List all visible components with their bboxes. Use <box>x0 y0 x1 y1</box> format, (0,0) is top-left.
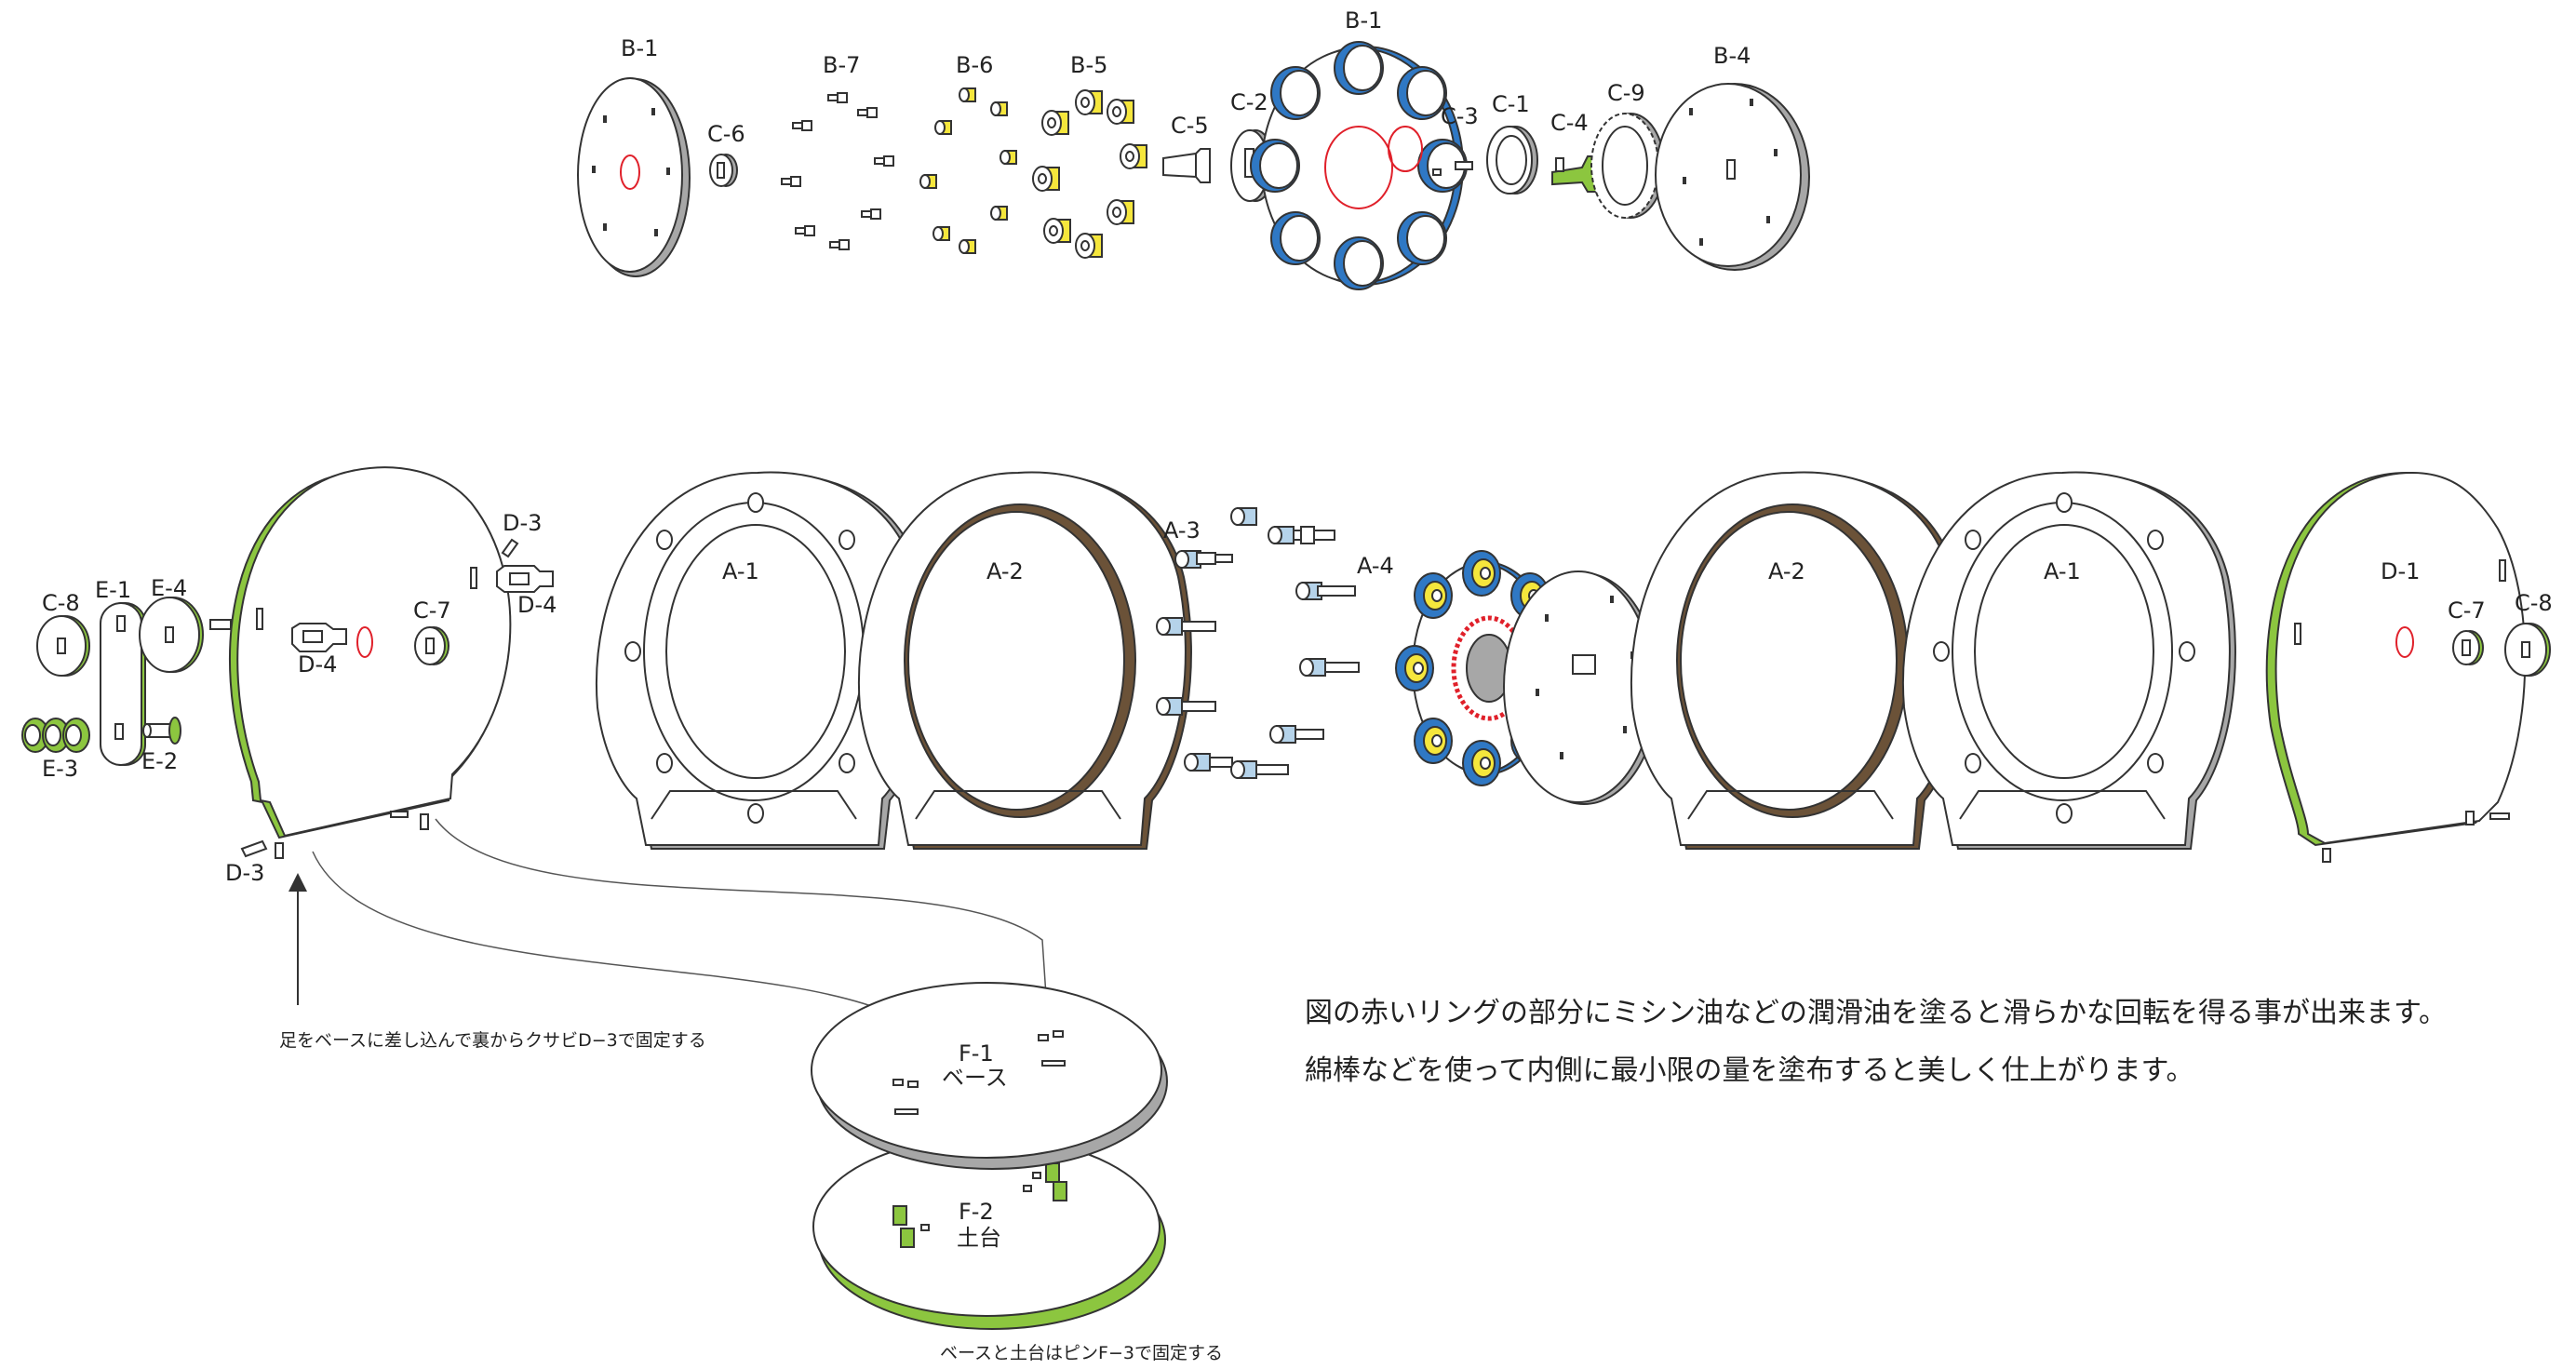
label-f1-sub: ベース <box>942 1065 1008 1091</box>
note-foot-instruction: 足をベースに差し込んで裏からクサビD−3で固定する <box>279 1030 706 1051</box>
label-c6: C-6 <box>707 121 745 147</box>
label-c7-left: C-7 <box>413 597 451 624</box>
label-a2-right: A-2 <box>1768 558 1805 584</box>
label-d4-center: D-4 <box>298 651 337 678</box>
part-b5-collars <box>1032 89 1147 259</box>
part-d3-bottom <box>240 839 268 858</box>
part-d3-top <box>501 538 519 558</box>
label-e4: E-4 <box>151 575 187 601</box>
label-e1: E-1 <box>95 577 131 603</box>
label-c5: C-5 <box>1171 113 1209 139</box>
label-b4: B-4 <box>1713 43 1751 69</box>
part-c4 <box>1551 155 1598 193</box>
label-c8-left: C-8 <box>42 590 80 616</box>
red-ring-d-left <box>356 626 373 658</box>
label-b6: B-6 <box>956 52 993 78</box>
label-b5: B-5 <box>1070 52 1107 78</box>
part-d4-center <box>291 623 347 652</box>
label-d1: D-1 <box>2381 558 2420 584</box>
part-c5 <box>1162 148 1211 183</box>
label-a4: A-4 <box>1357 553 1394 579</box>
part-a3-a4-spacers <box>1156 507 1360 779</box>
label-c2: C-2 <box>1230 89 1268 115</box>
part-d-left-plate <box>229 466 512 859</box>
part-a1-left <box>596 471 930 850</box>
part-c1 <box>1486 126 1538 195</box>
label-b7: B-7 <box>823 52 860 78</box>
part-c7-left <box>414 626 449 665</box>
label-a1-right: A-1 <box>2044 558 2081 584</box>
label-c9: C-9 <box>1607 80 1645 106</box>
label-a3: A-3 <box>1163 517 1201 544</box>
part-b1-left <box>577 77 691 277</box>
part-e2-pin <box>142 717 181 745</box>
part-e4 <box>139 597 204 673</box>
label-c4: C-4 <box>1550 110 1589 136</box>
label-f1: F-1 <box>959 1040 994 1067</box>
label-f2-sub: 土台 <box>957 1225 1001 1251</box>
label-c7-right: C-7 <box>2448 597 2486 624</box>
note-base-instruction: ベースと土台はピンF−3で固定する <box>940 1343 1223 1363</box>
label-b1-center: B-1 <box>1345 7 1382 34</box>
label-d3-bottom: D-3 <box>225 860 264 886</box>
part-a2-left <box>858 471 1192 850</box>
label-e3: E-3 <box>42 756 78 782</box>
part-c6 <box>709 154 738 187</box>
part-c7-right <box>2452 630 2484 665</box>
label-c1: C-1 <box>1492 91 1530 117</box>
red-ring-d1 <box>2395 626 2414 658</box>
label-d4-right: D-4 <box>517 592 557 618</box>
part-c9-ring <box>1590 113 1665 219</box>
label-d3-top: D-3 <box>503 510 542 536</box>
part-e1-arm <box>100 602 146 766</box>
connector-left-foot <box>312 851 903 1087</box>
part-e3-washers <box>21 718 90 753</box>
part-rotor-assembly <box>1395 550 1659 805</box>
part-f2-stand <box>812 1136 1166 1330</box>
part-c3 <box>1432 161 1473 176</box>
part-b6-collars <box>919 87 1017 254</box>
part-d1-plate <box>2265 471 2527 863</box>
label-c8-right: C-8 <box>2515 590 2553 616</box>
label-f2: F-2 <box>959 1199 994 1225</box>
label-c3: C-3 <box>1441 103 1479 129</box>
part-f1-base <box>811 982 1168 1170</box>
label-b1-left: B-1 <box>621 35 658 61</box>
part-d4-right <box>496 565 554 593</box>
part-b4 <box>1655 83 1810 271</box>
part-a1-right <box>1902 471 2236 850</box>
connector-right-foot <box>435 818 1054 1031</box>
label-e2: E-2 <box>141 748 178 774</box>
part-c8-right <box>2504 623 2551 677</box>
part-b1-center-wheel <box>1250 41 1468 290</box>
part-b7-pins <box>781 92 894 250</box>
label-a1-left: A-1 <box>722 558 759 584</box>
part-a2-right <box>1630 471 1965 850</box>
note-oil-line1: 図の赤いリングの部分にミシン油などの潤滑油を塗ると滑らかな回転を得る事が出来ます… <box>1305 997 2447 1029</box>
part-small-pin <box>209 619 232 630</box>
note-oil-line2: 綿棒などを使って内側に最小限の量を塗布すると美しく仕上がります。 <box>1305 1054 2194 1087</box>
label-a2-left: A-2 <box>986 558 1024 584</box>
part-c8-left <box>36 615 90 677</box>
